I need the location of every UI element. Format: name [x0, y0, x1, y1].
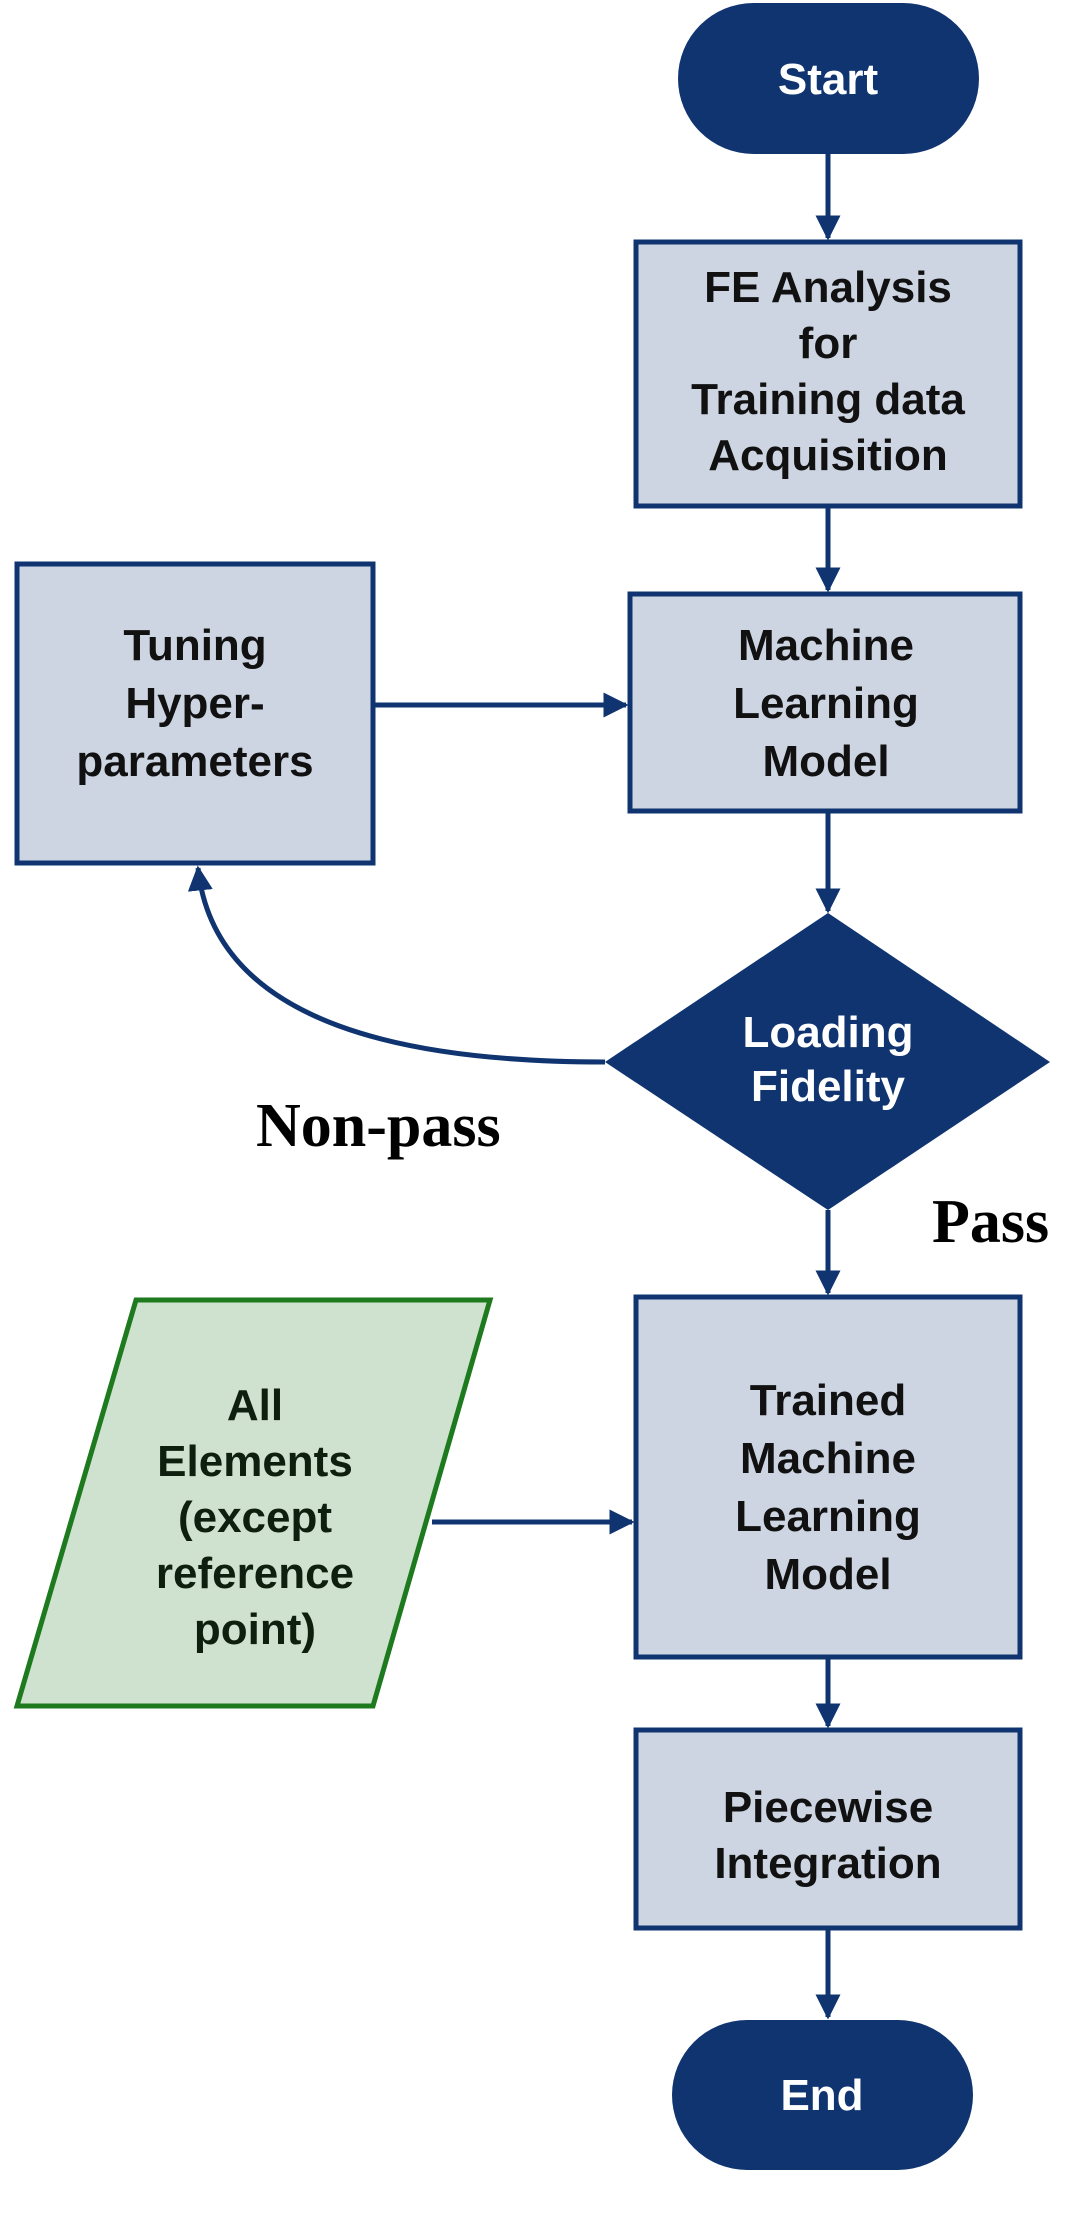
trained-model-label-line-3: Learning	[735, 1492, 921, 1541]
tuning-box	[14, 561, 376, 866]
all-elements-label-line-3: (except	[178, 1493, 332, 1542]
end-terminal-shape	[672, 2020, 973, 2170]
start-terminal-shape	[678, 3, 979, 154]
piecewise-label-line-2: Integration	[714, 1839, 941, 1888]
decision-diamond	[605, 913, 1050, 1210]
decision-node[interactable]: Loading Fidelity	[605, 913, 1050, 1210]
end-node[interactable]: End	[672, 2020, 973, 2170]
edge-decision-to-tuning	[187, 865, 606, 1065]
tuning-label-line-1: Tuning	[123, 621, 266, 670]
tuning-node[interactable]: Tuning Hyper- parameters	[14, 561, 376, 866]
fe-analysis-box	[633, 239, 1023, 509]
all-elements-label-line-4: reference	[156, 1549, 354, 1598]
ml-model-node[interactable]: Machine Learning Model	[627, 591, 1023, 814]
fe-analysis-node[interactable]: FE Analysis for Training data Acquisitio…	[633, 239, 1023, 509]
non-pass-label: Non-pass	[256, 1092, 501, 1160]
trained-model-label-line-4: Model	[764, 1550, 891, 1599]
end-label: End	[780, 2071, 863, 2120]
trained-model-node[interactable]: Trained Machine Learning Model	[633, 1294, 1023, 1660]
piecewise-node[interactable]: Piecewise Integration	[633, 1727, 1023, 1931]
all-elements-label-line-5: point)	[194, 1605, 316, 1654]
fe-analysis-label-line-3: Training data	[691, 375, 965, 424]
all-elements-label-line-2: Elements	[157, 1437, 353, 1486]
fe-analysis-label-line-2: for	[799, 319, 858, 368]
piecewise-box	[633, 1727, 1023, 1931]
ml-model-box	[627, 591, 1023, 814]
trained-model-label-line-2: Machine	[740, 1434, 916, 1483]
trained-model-box	[633, 1294, 1023, 1660]
trained-model-label-line-1: Trained	[750, 1376, 907, 1425]
decision-label-line-2: Fidelity	[751, 1062, 906, 1111]
fe-analysis-label-line-1: FE Analysis	[704, 263, 952, 312]
start-node[interactable]: Start	[678, 3, 979, 154]
tuning-label-line-3: parameters	[76, 737, 313, 786]
ml-model-label-line-1: Machine	[738, 621, 914, 670]
tuning-label-line-2: Hyper-	[125, 679, 264, 728]
all-elements-node[interactable]: All Elements (except reference point)	[13, 1297, 494, 1709]
start-label: Start	[778, 55, 879, 104]
ml-model-label-line-2: Learning	[733, 679, 919, 728]
ml-model-label-line-3: Model	[762, 737, 889, 786]
piecewise-label-line-1: Piecewise	[723, 1783, 933, 1832]
edges	[187, 154, 841, 2020]
all-elements-label-line-1: All	[227, 1381, 283, 1430]
decision-label-line-1: Loading	[742, 1008, 913, 1057]
pass-label: Pass	[932, 1188, 1049, 1256]
fe-analysis-label-line-4: Acquisition	[708, 431, 948, 480]
all-elements-parallelogram	[13, 1297, 494, 1709]
